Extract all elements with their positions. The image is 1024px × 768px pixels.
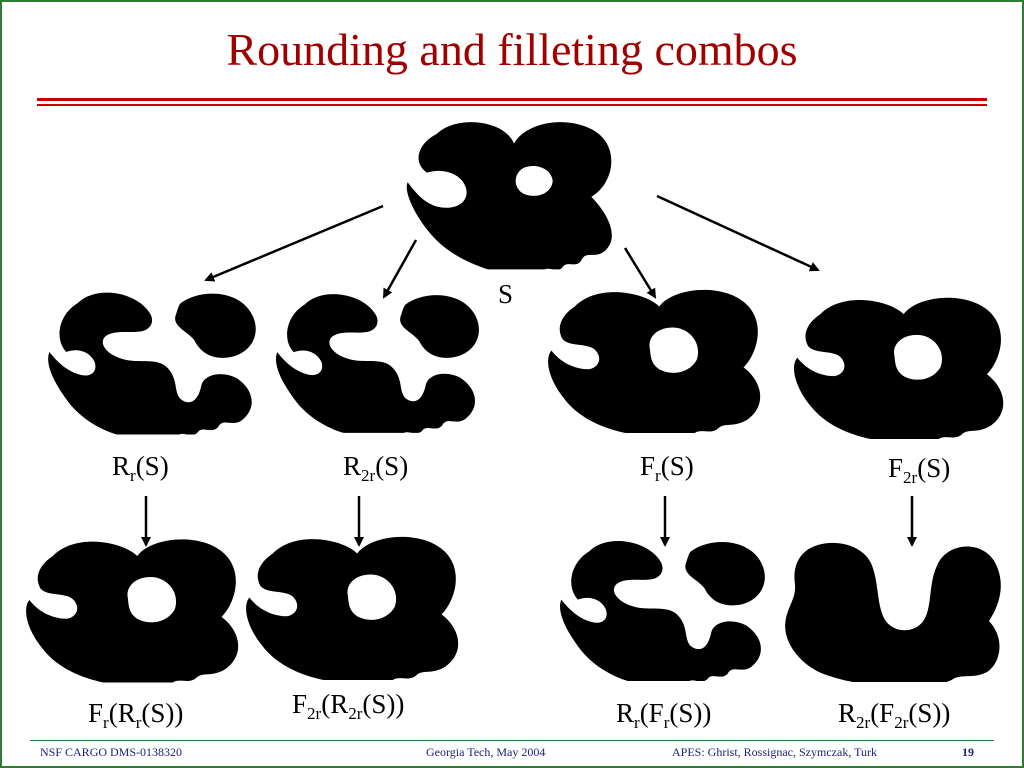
label-f2r-r2r-s: F2r(R2r(S)) (292, 689, 405, 723)
label-r2r-s: R2r(S) (343, 451, 409, 485)
footer-venue: Georgia Tech, May 2004 (426, 745, 546, 759)
label-rr-s: Rr(S) (112, 451, 169, 485)
label-fr-s: Fr(S) (640, 451, 694, 485)
arrow-s-to-r2r (382, 239, 418, 299)
label-f2r-s: F2r(S) (888, 453, 951, 487)
arrow-s-to-fr (623, 247, 657, 299)
label-rr-fr-s: Rr(Fr(S)) (616, 698, 712, 732)
title-rule-top (37, 98, 987, 101)
label-fr-rr-s: Fr(Rr(S)) (88, 698, 184, 732)
label-s: S (498, 279, 514, 309)
footer-authors: APES: Ghrist, Rossignac, Szymczak, Turk (672, 745, 878, 759)
arrow-s-to-rr (204, 204, 384, 282)
label-r2r-f2r-s: R2r(F2r(S)) (838, 698, 951, 732)
slide-title: Rounding and filleting combos (226, 24, 798, 75)
footer-page-number: 19 (962, 745, 974, 759)
footer-grant: NSF CARGO DMS-0138320 (40, 745, 183, 759)
arrow-s-to-f2r (656, 194, 820, 272)
footer-rule (30, 740, 994, 741)
title-rule-bottom (37, 104, 987, 106)
